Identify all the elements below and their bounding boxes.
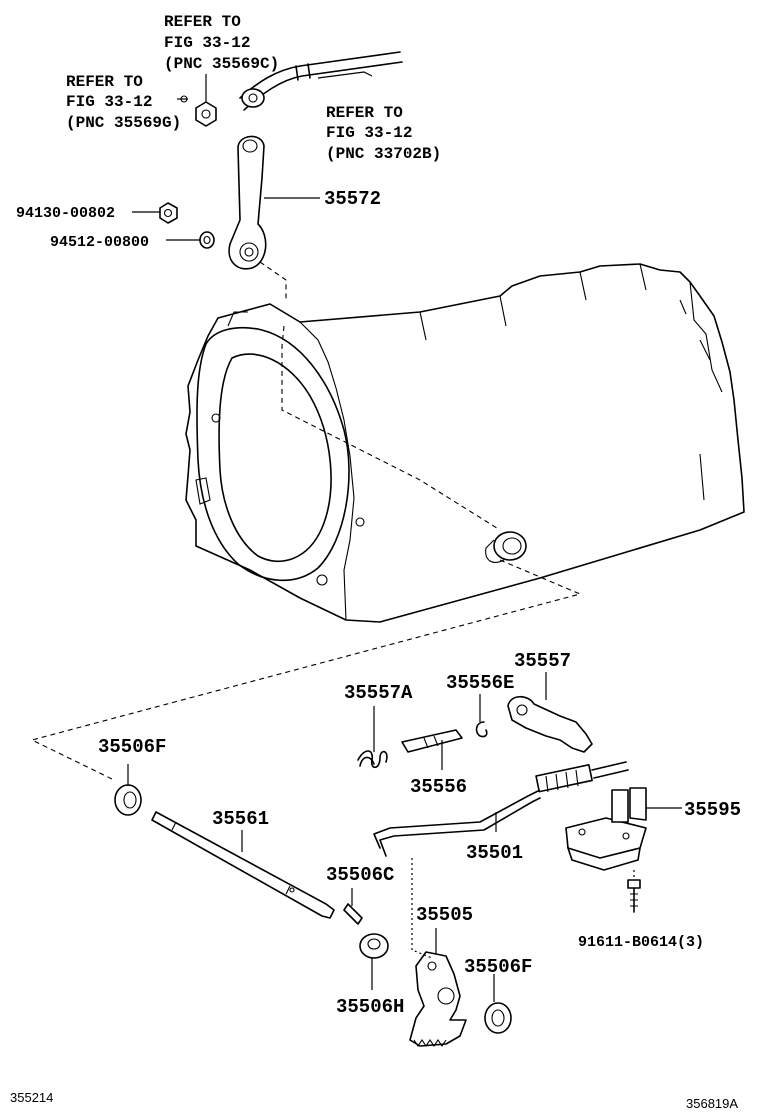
part-35501: 35501	[466, 842, 523, 864]
part-91611-b0614: 91611-B0614(3)	[578, 934, 704, 951]
ref-c-line2: FIG 33-12	[326, 124, 412, 142]
control-cable-35501	[373, 761, 629, 959]
ref-b-line1: REFER TO	[66, 73, 143, 91]
nut-94130	[159, 202, 178, 224]
bolt-91611	[627, 879, 641, 913]
part-35557: 35557	[514, 650, 571, 672]
pin-35556	[401, 729, 463, 753]
part-35505: 35505	[416, 904, 473, 926]
footer-left-code: 355214	[10, 1090, 53, 1105]
detent-lever-35557	[507, 695, 593, 753]
part-35595: 35595	[684, 799, 741, 821]
align-line-case-shaft	[30, 559, 582, 781]
part-35556: 35556	[410, 776, 467, 798]
bushing-35506h	[359, 933, 389, 959]
part-94130-00802: 94130-00802	[16, 205, 115, 222]
ref-c-line3: (PNC 33702B)	[326, 145, 441, 163]
part-35561: 35561	[212, 808, 269, 830]
ref-c-line1: REFER TO	[326, 104, 403, 122]
part-35506h: 35506H	[336, 996, 404, 1018]
ref-a-line1: REFER TO	[164, 13, 241, 31]
ref-b-line2: FIG 33-12	[66, 93, 152, 111]
oil-seal-35506f-upper	[114, 784, 142, 816]
part-94512-00800: 94512-00800	[50, 234, 149, 251]
washer-94512	[199, 231, 215, 249]
leader-lines	[127, 71, 682, 1002]
nut-35569g	[195, 101, 217, 127]
part-35506f-upper: 35506F	[98, 736, 166, 758]
part-35557a: 35557A	[344, 682, 413, 704]
pin-35506c	[343, 903, 363, 925]
control-rod-top	[239, 51, 403, 111]
e-ring-35556e	[475, 721, 488, 738]
spring-35557a	[357, 750, 388, 769]
ref-a-line2: FIG 33-12	[164, 34, 250, 52]
oil-seal-35506f-lower	[484, 1002, 512, 1034]
shaft-35561	[151, 811, 335, 919]
transmission-case	[185, 263, 745, 623]
part-35572: 35572	[324, 188, 381, 210]
bracket-35595	[565, 787, 647, 871]
part-35506f-lower: 35506F	[464, 956, 532, 978]
part-35506c: 35506C	[326, 864, 394, 886]
ref-a-line3: (PNC 35569C)	[164, 55, 279, 73]
footer-right-code: 356819A	[686, 1096, 738, 1111]
ref-b-line3: (PNC 35569G)	[66, 114, 181, 132]
detent-plate-35505	[409, 951, 467, 1047]
part-35556e: 35556E	[446, 672, 514, 694]
lever-35572	[228, 135, 267, 270]
align-line-lever	[259, 261, 501, 531]
